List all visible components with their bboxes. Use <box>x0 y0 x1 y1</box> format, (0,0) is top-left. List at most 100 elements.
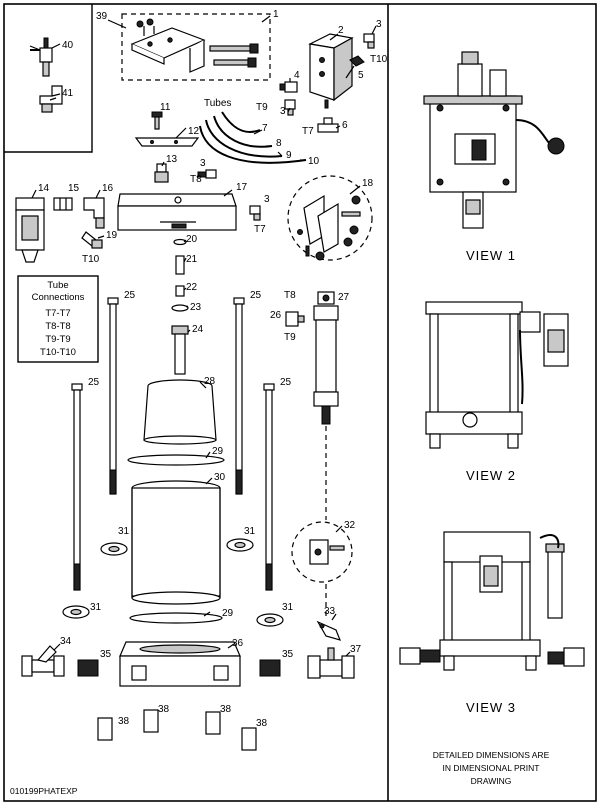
tube-connections-box <box>17 275 99 363</box>
tubes-label: Tubes <box>204 98 231 109</box>
tie-rod-25d <box>263 383 275 591</box>
label-20: 20 <box>186 234 198 245</box>
tag-t9-cyl: T9 <box>284 332 296 343</box>
label-16: 16 <box>102 183 114 194</box>
tube-connection-row: T10-T10 <box>40 347 76 358</box>
tag-t10-left: T10 <box>82 254 100 265</box>
bracket-assembly-box <box>121 13 271 81</box>
nipple-15 <box>53 197 73 211</box>
label-31d: 31 <box>282 602 294 613</box>
foot-38b <box>143 709 159 733</box>
label-25b: 25 <box>250 290 262 301</box>
label-19: 19 <box>106 230 118 241</box>
view-2-title: VIEW 2 <box>466 468 516 483</box>
o-ring-23 <box>171 304 189 312</box>
linkage-33 <box>316 620 342 641</box>
fitting-13 <box>154 163 169 183</box>
label-40: 40 <box>62 40 74 51</box>
label-32: 32 <box>344 520 356 531</box>
label-11: 11 <box>160 102 171 113</box>
fitting-5 <box>349 55 365 67</box>
fittings-inset-frame <box>4 4 93 153</box>
fitting-3b <box>284 99 296 116</box>
foot-38d <box>241 727 257 751</box>
tube-connection-row: T9-T9 <box>45 334 70 345</box>
label-22: 22 <box>186 282 198 293</box>
label-1: 1 <box>273 9 279 20</box>
elbow-16 <box>83 197 105 229</box>
ball-valve-37 <box>307 647 355 679</box>
fitting-3a <box>363 33 375 49</box>
tube-connections-title-2: Connections <box>32 292 85 303</box>
label-31a: 31 <box>118 526 130 537</box>
label-23: 23 <box>190 302 202 313</box>
filter-14 <box>15 197 45 263</box>
label-15: 15 <box>68 183 80 194</box>
nipple-35a <box>77 659 99 677</box>
tubes-7-10 <box>199 111 307 164</box>
detail-circle-18 <box>287 175 373 261</box>
tag-t7-tee: T7 <box>302 126 314 137</box>
label-2: 2 <box>338 25 344 36</box>
label-29b: 29 <box>222 608 234 619</box>
label-9: 9 <box>286 150 292 161</box>
label-18: 18 <box>362 178 374 189</box>
label-24: 24 <box>192 324 204 335</box>
view-3-title: VIEW 3 <box>466 700 516 715</box>
label-7: 7 <box>262 123 268 134</box>
label-38a: 38 <box>118 716 130 727</box>
label-25d: 25 <box>280 377 292 388</box>
label-31c: 31 <box>90 602 102 613</box>
fitting-3d <box>249 205 261 221</box>
tag-t8: T8 <box>190 174 202 185</box>
washer-31c <box>62 605 90 619</box>
view1-drawing <box>423 51 565 229</box>
o-ring-29b <box>129 612 223 624</box>
part-number-labels: 1 2 3 3 3 3 4 5 6 7 8 9 10 11 12 13 14 1… <box>38 9 382 729</box>
label-17: 17 <box>236 182 248 193</box>
fitting-4 <box>279 81 298 93</box>
label-8: 8 <box>276 138 282 149</box>
fitting-41 <box>39 85 63 113</box>
label-30: 30 <box>214 472 226 483</box>
label-4: 4 <box>294 70 300 81</box>
label-6: 6 <box>342 120 348 131</box>
plate-12 <box>134 137 200 147</box>
label-34: 34 <box>60 636 72 647</box>
label-41: 41 <box>62 88 74 99</box>
ring-20 <box>173 238 187 246</box>
label-14: 14 <box>38 183 50 194</box>
label-25a: 25 <box>124 290 136 301</box>
foot-38c <box>205 711 221 735</box>
screw-11 <box>151 111 163 130</box>
label-13: 13 <box>166 154 178 165</box>
tube-connection-row: T7-T7 <box>45 308 70 319</box>
dimension-note-line-2: IN DIMENSIONAL PRINT <box>443 763 540 773</box>
drawing-number: 010199PHATEXP <box>10 786 78 796</box>
view2-drawing <box>425 301 569 449</box>
label-35b: 35 <box>282 649 294 660</box>
label-3d: 3 <box>264 194 270 205</box>
label-10: 10 <box>308 156 320 167</box>
valve-block-2 <box>308 33 354 109</box>
tube-connection-row: T8-T8 <box>45 321 70 332</box>
label-33: 33 <box>324 606 336 617</box>
label-38d: 38 <box>256 718 268 729</box>
label-3b: 3 <box>280 106 286 117</box>
washer-31d <box>256 613 284 627</box>
bracket-1 <box>130 18 259 73</box>
pin-21 <box>175 255 185 275</box>
dimension-note-line-3: DRAWING <box>471 776 512 786</box>
label-38b: 38 <box>158 704 170 715</box>
dimension-note-line-1: DETAILED DIMENSIONS ARE <box>433 750 550 760</box>
tag-t7-head: T7 <box>254 224 266 235</box>
label-5: 5 <box>358 70 364 81</box>
tee-26 <box>285 311 305 327</box>
foot-38a <box>97 717 113 741</box>
air-cylinder-27 <box>313 291 339 425</box>
label-36: 36 <box>232 638 244 649</box>
sheet-border <box>3 3 597 802</box>
cylinder-30 <box>131 480 221 605</box>
head-block-17 <box>117 193 237 231</box>
view3-drawing <box>399 531 585 671</box>
